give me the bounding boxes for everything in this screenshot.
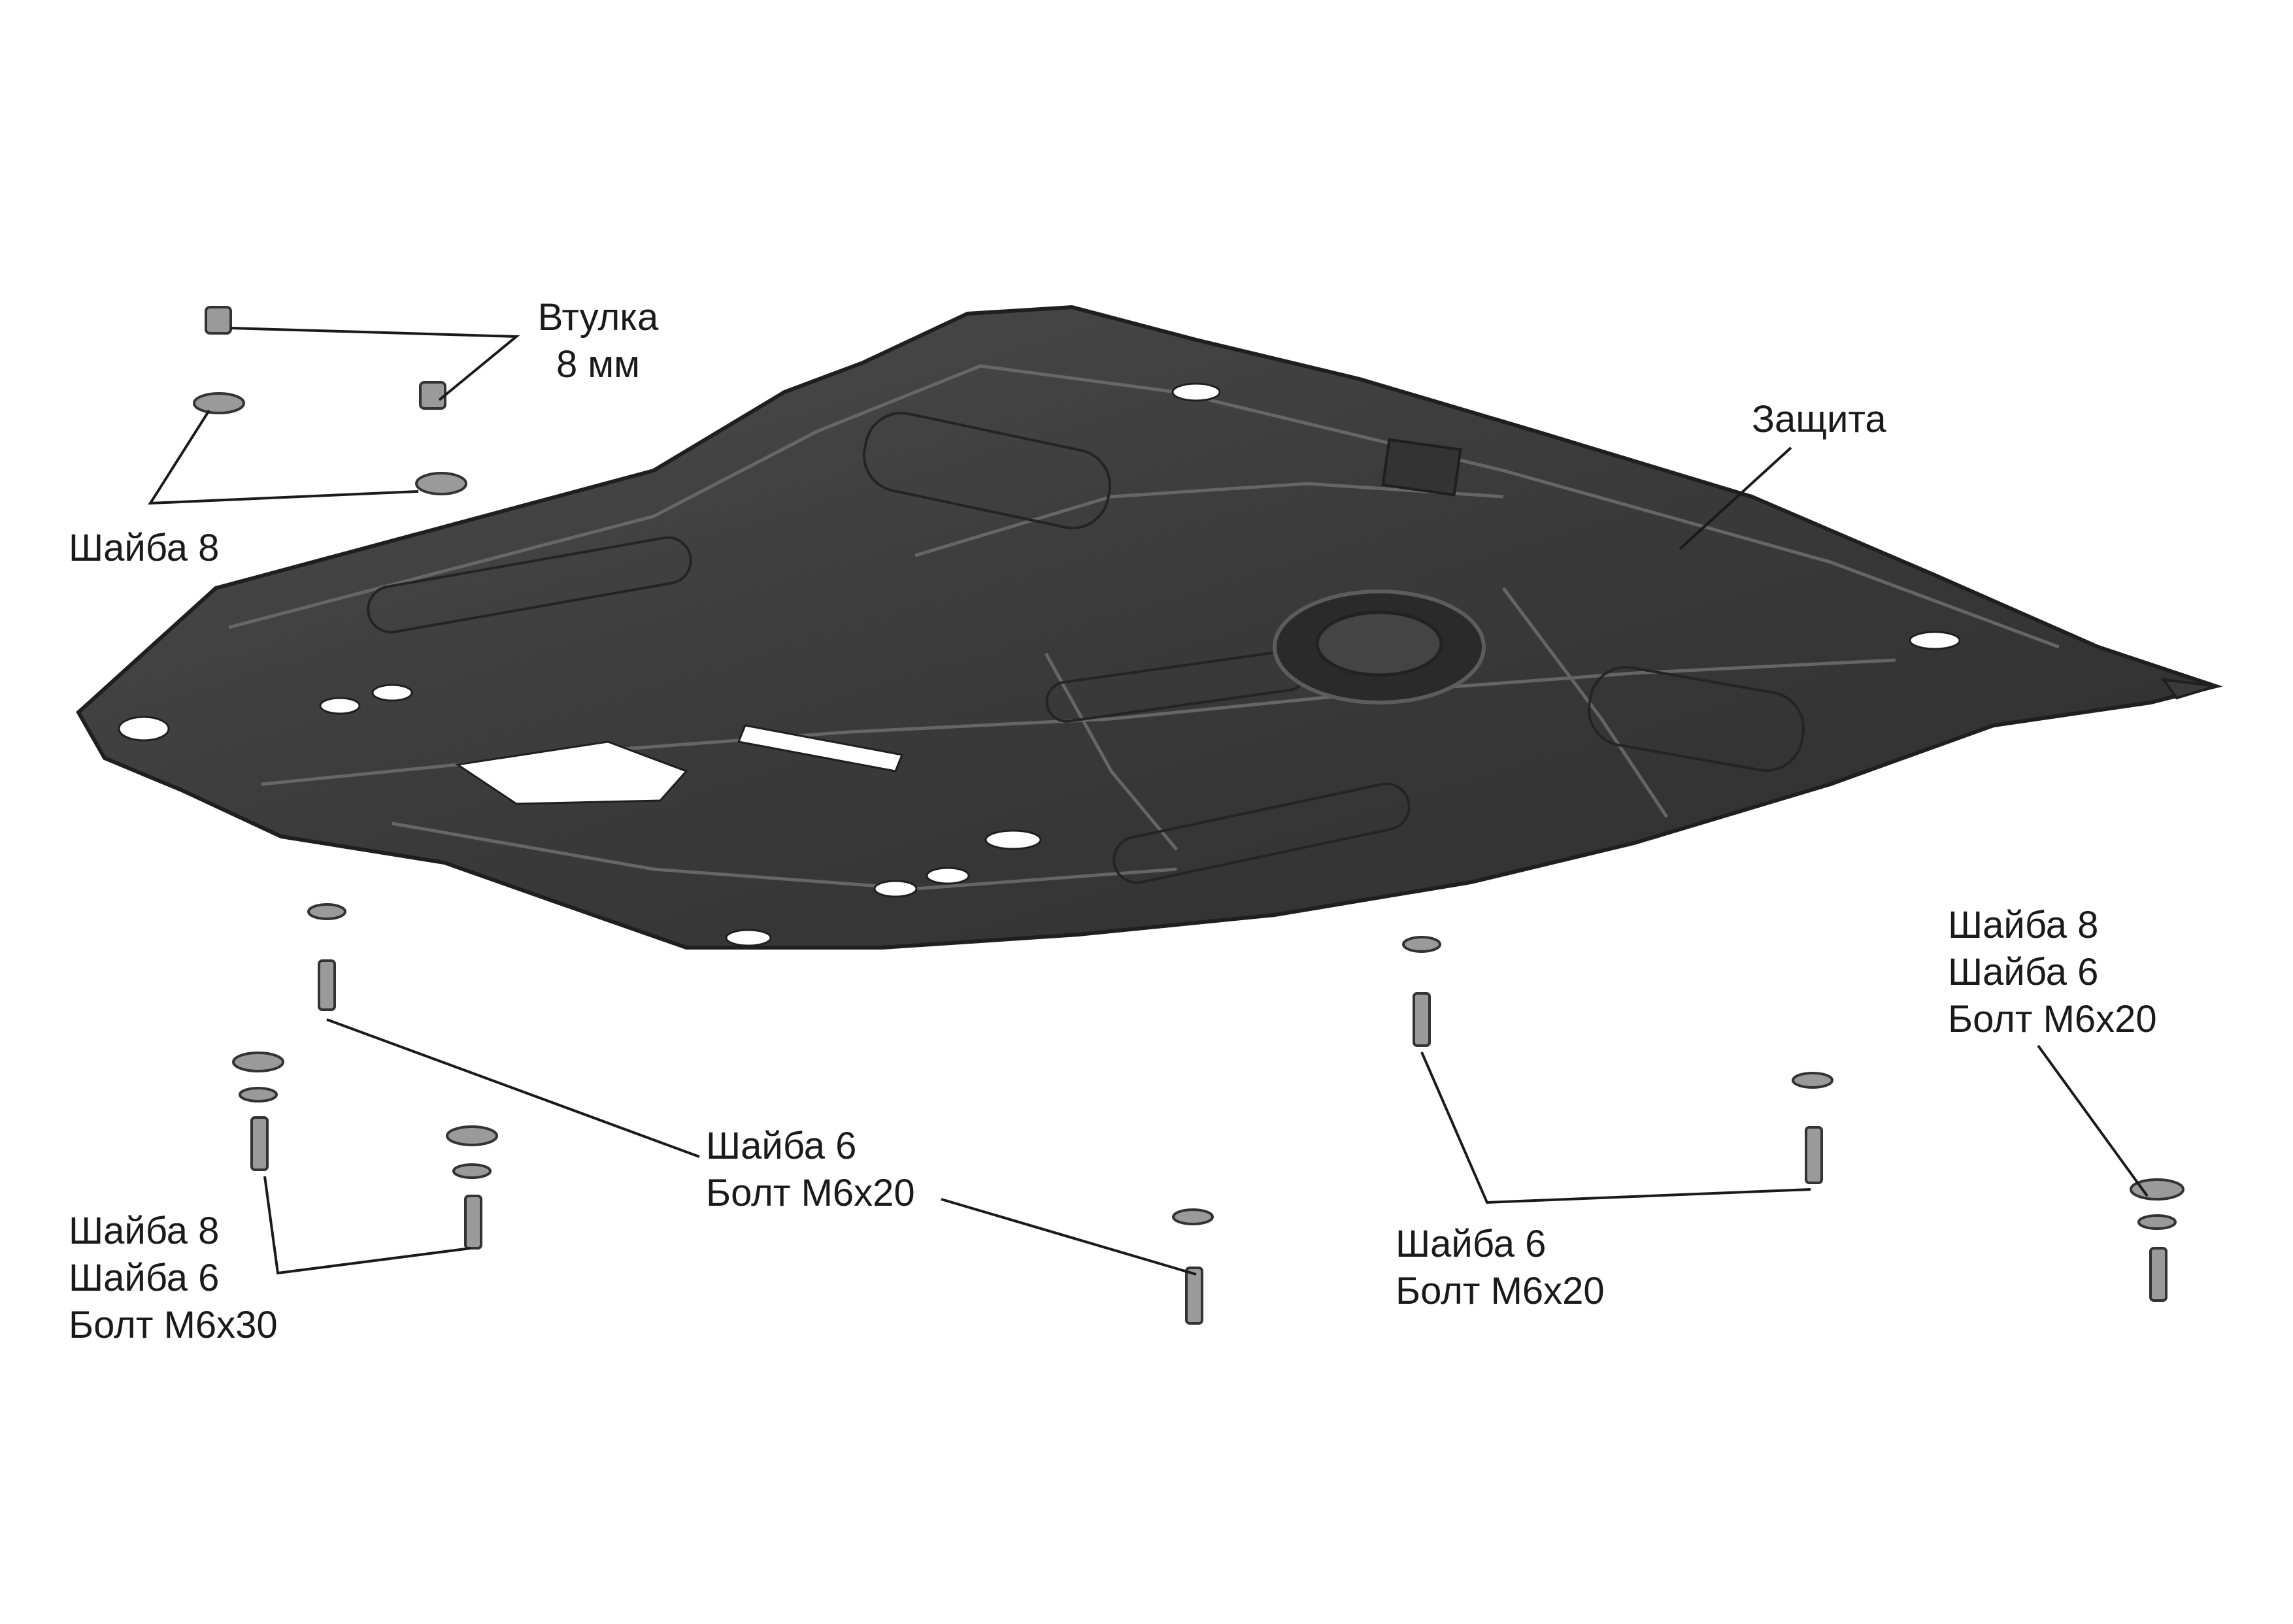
washer-part — [1792, 1072, 1833, 1089]
label-line: Шайба 6 — [1948, 951, 2099, 993]
label-line: Втулка — [537, 296, 659, 339]
bolt-part — [464, 1195, 482, 1250]
leader-lines — [148, 327, 2149, 1276]
label-center-group: Шайба 6 Болт М6х20 — [706, 1123, 915, 1217]
washer-part — [2130, 1178, 2184, 1201]
label-washer-8-top: Шайба 8 — [69, 525, 219, 572]
label-right-group: Шайба 8 Шайба 6 Болт М6х20 — [1948, 902, 2157, 1043]
bolt-part — [1805, 1126, 1823, 1184]
label-line: Шайба 6 — [706, 1125, 857, 1167]
washer-part — [239, 1087, 278, 1102]
bolt-part — [1185, 1267, 1203, 1325]
washer-part — [452, 1163, 492, 1179]
label-line: Болт М6х20 — [1948, 998, 2157, 1040]
bolt-part — [1413, 992, 1431, 1047]
washer-part — [232, 1052, 284, 1072]
bushing-part — [205, 306, 232, 335]
washer-part — [415, 472, 467, 495]
washer-part — [193, 392, 245, 414]
washer-part — [1172, 1208, 1214, 1225]
label-protection: Защита — [1752, 396, 1886, 443]
washer-part — [1402, 936, 1441, 953]
label-line: Болт М6х20 — [1396, 1270, 1605, 1312]
label-line: Шайба 6 — [1396, 1223, 1547, 1265]
label-line: Защита — [1752, 398, 1886, 440]
bushing-part — [419, 381, 446, 410]
label-line: Шайба 6 — [69, 1257, 220, 1299]
hardware-parts — [193, 306, 2184, 1325]
label-line: Шайба 8 — [69, 527, 220, 569]
bolt-part — [250, 1116, 269, 1171]
label-line: Шайба 8 — [1948, 904, 2099, 946]
washer-part — [307, 903, 346, 920]
label-line: Болт М6х30 — [69, 1304, 278, 1346]
label-line: Шайба 8 — [69, 1210, 220, 1252]
label-right-center-group: Шайба 6 Болт М6х20 — [1396, 1221, 1605, 1315]
washer-part — [446, 1125, 498, 1146]
label-left-group: Шайба 8 Шайба 6 Болт М6х30 — [69, 1208, 278, 1349]
bolt-part — [318, 959, 336, 1011]
label-bushing-8mm: Втулка 8 мм — [516, 294, 680, 388]
bolt-part — [2149, 1247, 2167, 1302]
label-line: Болт М6х20 — [706, 1172, 915, 1214]
washer-part — [2137, 1214, 2177, 1230]
protection-plate — [76, 305, 2223, 950]
label-line: 8 мм — [556, 343, 641, 386]
